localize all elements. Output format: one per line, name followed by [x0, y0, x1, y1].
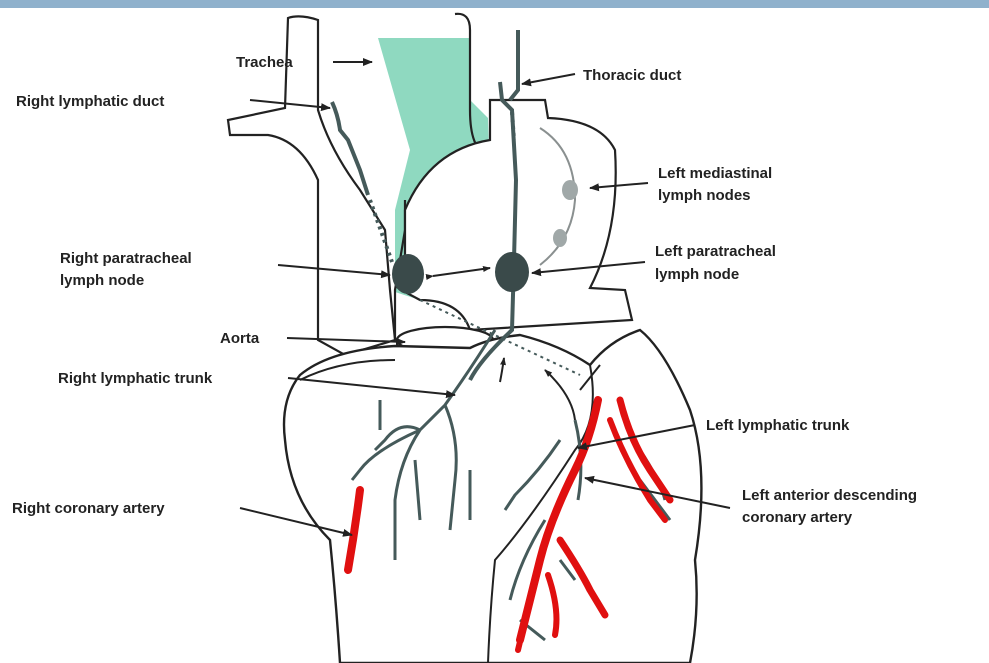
- left-paratracheal-node: [495, 252, 529, 292]
- right-paratracheal-node: [392, 254, 424, 294]
- label-left-mediastinal-1: Left mediastinal: [658, 165, 772, 182]
- label-right-lymphatic-trunk: Right lymphatic trunk: [58, 370, 213, 387]
- label-lad-1: Left anterior descending: [742, 487, 917, 504]
- label-left-paratracheal-1: Left paratracheal: [655, 243, 776, 260]
- left-mediastinal-node-lower: [553, 229, 567, 247]
- label-lad-2: coronary artery: [742, 509, 853, 526]
- label-left-lymphatic-trunk: Left lymphatic trunk: [706, 417, 850, 434]
- label-thoracic-duct: Thoracic duct: [583, 67, 681, 84]
- left-mediastinal-node-upper: [562, 180, 578, 200]
- label-right-paratracheal-2: lymph node: [60, 272, 144, 289]
- label-aorta: Aorta: [220, 330, 260, 347]
- label-trachea: Trachea: [236, 54, 293, 71]
- label-right-lymphatic-duct: Right lymphatic duct: [16, 93, 164, 110]
- label-right-coronary-artery: Right coronary artery: [12, 500, 165, 517]
- label-right-paratracheal-1: Right paratracheal: [60, 250, 192, 267]
- label-left-paratracheal-2: lymph node: [655, 266, 739, 283]
- arrow-thoracic-duct: [522, 74, 575, 84]
- heart-outline: [284, 330, 701, 663]
- label-left-mediastinal-2: lymph nodes: [658, 187, 751, 204]
